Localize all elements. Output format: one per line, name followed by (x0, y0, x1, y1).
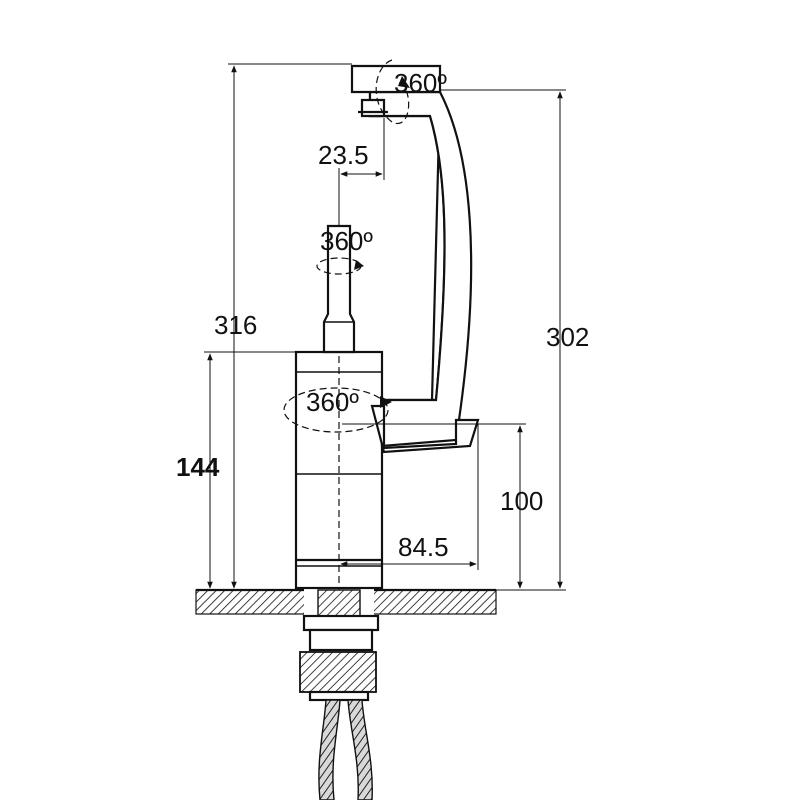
countertop (195, 586, 497, 618)
reach-label: 84.5 (398, 532, 449, 562)
supply-hoses (318, 699, 373, 800)
spout-base-rotation-label: 360º (306, 387, 359, 417)
handle-rotation-label: 360º (320, 226, 373, 256)
spout (350, 64, 480, 454)
dimension-spout-height: 302 (440, 89, 589, 591)
dimension-aerator-offset: 23.5 (318, 118, 385, 226)
mounting-shank (317, 589, 361, 617)
rotation-spout-tip: 360º (375, 59, 447, 125)
mounting-nut (299, 614, 380, 702)
dimension-outlet-height: 100 (342, 423, 543, 589)
dimension-reach: 84.5 (340, 424, 479, 570)
body-height-label: 144 (176, 452, 220, 482)
spout-height-label: 302 (546, 322, 589, 352)
rotation-handle: 360º (316, 226, 373, 275)
total-height-label: 316 (214, 310, 257, 340)
spout-tip-rotation-label: 360º (394, 68, 447, 98)
handle-lever (322, 224, 356, 354)
faucet-body (294, 345, 384, 590)
dimension-body-height: 144 (176, 351, 296, 589)
outlet-height-label: 100 (500, 486, 543, 516)
aerator-offset-label: 23.5 (318, 140, 369, 170)
dimension-total-height: 316 (214, 63, 352, 591)
rotation-spout-base: 360º (283, 387, 392, 433)
